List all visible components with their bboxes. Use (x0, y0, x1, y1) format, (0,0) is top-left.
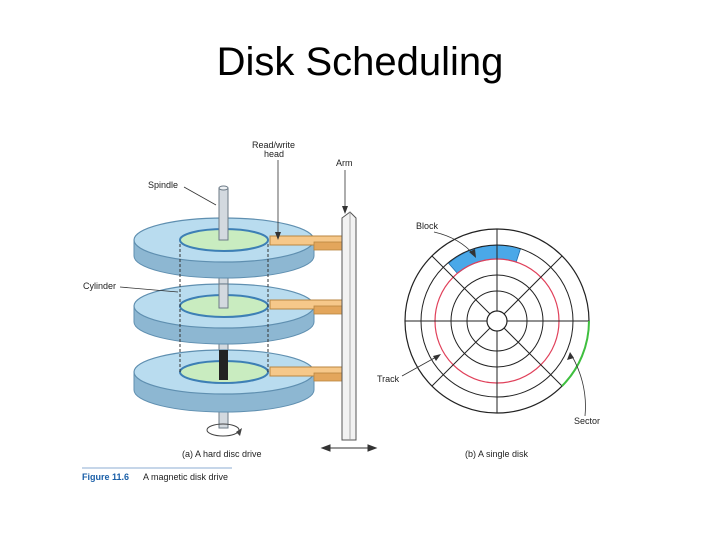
read-write-head-label-line2: head (264, 149, 284, 159)
arm-column (341, 211, 357, 441)
hard-disk-caption: (a) A hard disc drive (182, 449, 262, 459)
highlighted-sector (561, 320, 590, 387)
cylinder-outline (179, 244, 269, 372)
single-disk-caption: (b) A single disk (465, 449, 529, 459)
single-disk-diagram: Block Track Sector (b) A single disk (377, 221, 600, 459)
spindle-label: Spindle (148, 180, 178, 190)
spin-arrow (206, 423, 242, 437)
block-label: Block (416, 221, 439, 231)
cylinder-label: Cylinder (83, 281, 116, 291)
platter-middle (133, 283, 315, 345)
track-label: Track (377, 374, 400, 384)
hard-disk-drive-diagram: Read/write head Arm Spindle Cylinder (a)… (83, 140, 378, 459)
figure-number: Figure 11.6 (82, 472, 129, 482)
leader-lines-a (119, 160, 346, 293)
platter-bottom (133, 349, 315, 413)
disk-hub (486, 310, 508, 332)
read-write-head-label-line1: Read/write (252, 140, 295, 150)
arm-movement-arrow (320, 444, 378, 452)
figure-caption: A magnetic disk drive (143, 472, 228, 482)
read-write-arms (269, 235, 347, 382)
platter-top (133, 185, 315, 279)
slide-title: Disk Scheduling (216, 40, 504, 84)
sector-dividers (405, 229, 589, 413)
sector-label: Sector (574, 416, 600, 426)
arm-label: Arm (336, 158, 353, 168)
